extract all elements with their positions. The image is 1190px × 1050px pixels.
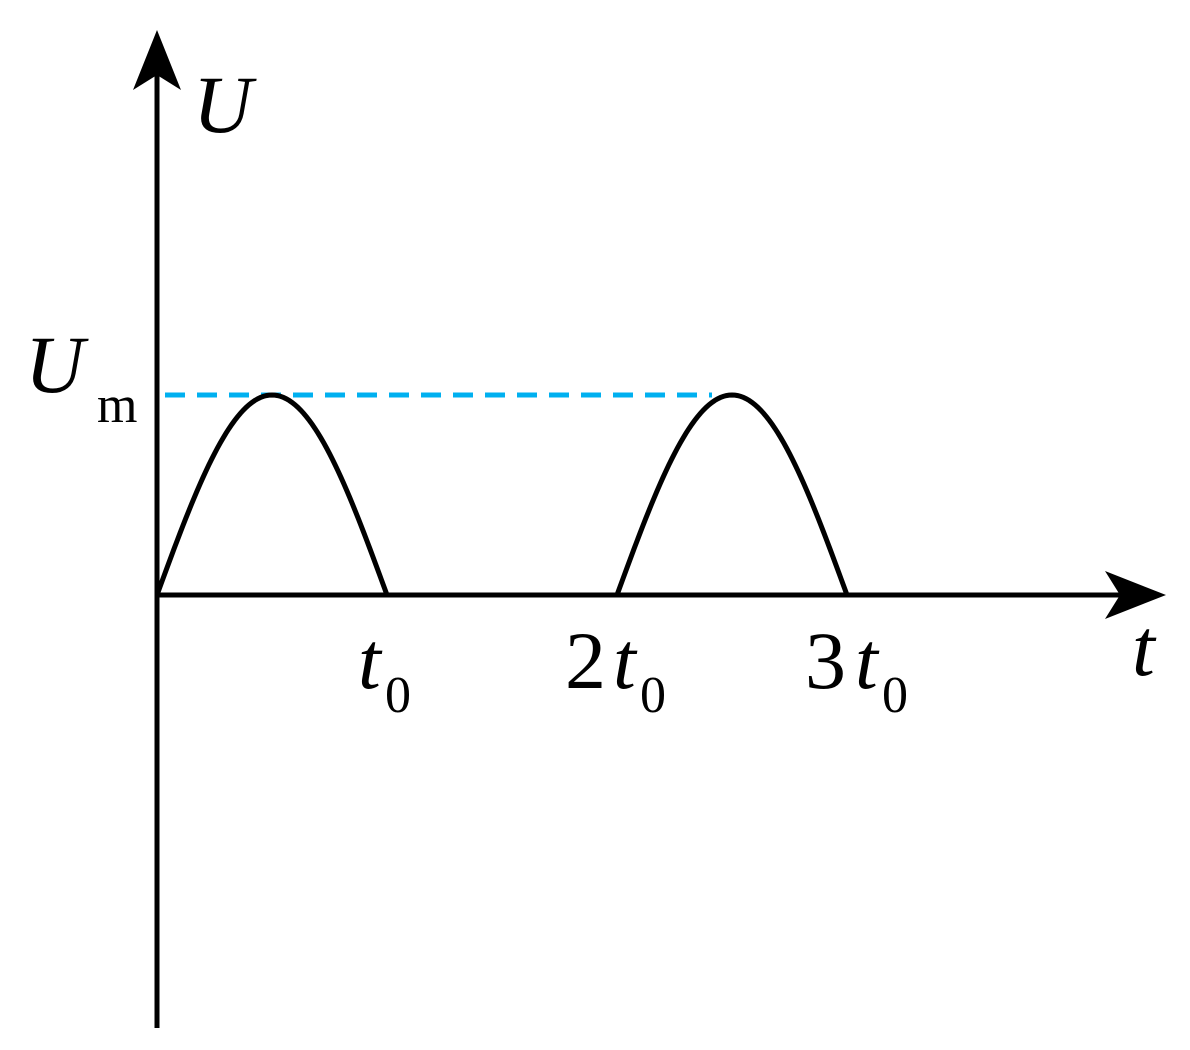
series-group [154,392,850,596]
x-tick-coef: 2 [565,615,606,706]
x-tick-label: t 0 [358,615,411,724]
y-marker-subscript: m [97,377,137,434]
x-axis-arrow [1105,571,1166,619]
x-tick-subscript: 0 [882,667,908,724]
x-tick-subscript: 0 [385,667,411,724]
x-tick-var: t [358,615,383,706]
x-tick-coef: 3 [805,615,846,706]
half-wave-curve [154,392,390,596]
y-marker-label: U m [25,319,137,434]
y-marker-main: U [25,319,89,410]
x-tick-label: 3 t 0 [805,615,908,724]
x-tick-var: t [855,615,880,706]
x-tick-var: t [613,615,638,706]
y-axis-arrow [133,30,181,90]
x-tick-subscript: 0 [640,667,666,724]
y-axis-label: U [193,59,257,150]
half-wave-curve [614,392,850,596]
x-tick-label: 2 t 0 [565,615,666,724]
x-axis-label: t [1132,602,1157,693]
